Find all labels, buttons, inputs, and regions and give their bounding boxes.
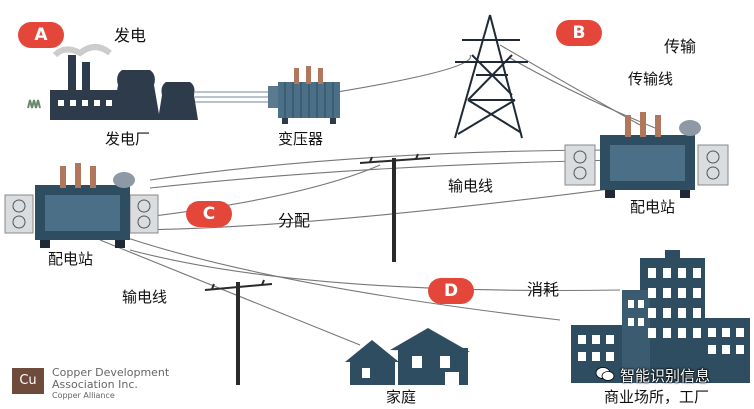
substation-right-label: 配电站 xyxy=(630,198,676,216)
badge-a: A xyxy=(18,22,64,48)
stage-generation-label: 发电 xyxy=(114,26,147,45)
watermark-text: 智能识别信息 xyxy=(620,367,711,385)
transformer-label: 变压器 xyxy=(278,130,324,148)
power-line-lower-label: 输电线 xyxy=(122,288,168,306)
badge-c: C xyxy=(186,201,232,227)
transmission-tower-icon xyxy=(454,14,528,139)
stage-transmission-label: 传输 xyxy=(664,37,697,56)
power-line-upper-label: 输电线 xyxy=(448,177,494,195)
stage-distribution-label: 分配 xyxy=(278,211,311,230)
badge-d: D xyxy=(428,278,474,304)
substation-left-icon xyxy=(4,163,159,248)
badge-b: B xyxy=(556,20,602,46)
business-buildings-icon xyxy=(571,250,750,383)
logo-line-3: Copper Alliance xyxy=(52,391,115,400)
transformer-icon xyxy=(268,66,340,124)
logo-line-2: Association Inc. xyxy=(52,378,138,391)
substation-left-label: 配电站 xyxy=(48,250,94,268)
plant-connector xyxy=(195,91,272,103)
business-label: 商业场所，工厂 xyxy=(604,388,710,406)
power-cables xyxy=(99,44,656,346)
power-plant-icon xyxy=(27,44,198,120)
utility-pole-lower-icon xyxy=(204,279,273,385)
wechat-icon xyxy=(595,367,615,381)
copper-logo-mark: Cu xyxy=(12,368,44,394)
home-label: 家庭 xyxy=(386,388,417,406)
transmission-line-label: 传输线 xyxy=(628,70,674,88)
house-icon xyxy=(345,328,470,385)
substation-right-icon xyxy=(564,112,729,198)
logo-line-1: Copper Development xyxy=(52,366,170,379)
utility-pole-upper-icon xyxy=(359,153,431,262)
power-plant-label: 发电厂 xyxy=(105,130,151,148)
stage-consumption-label: 消耗 xyxy=(527,280,560,299)
